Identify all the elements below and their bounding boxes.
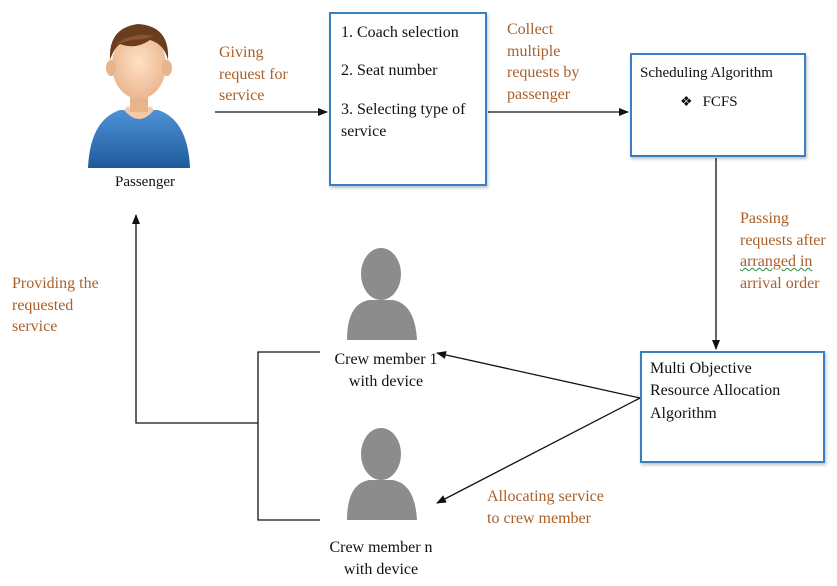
edge-label-allocating: Allocating service to crew member xyxy=(487,488,604,527)
arrow-allocation-to-crew-n xyxy=(436,397,641,504)
arrow-crew-to-passenger xyxy=(132,214,258,424)
passenger-label: Passenger xyxy=(115,174,175,190)
edge-label-providing: Providing the requested service xyxy=(12,275,99,336)
bracket-crew-members xyxy=(257,351,320,521)
crew-member-n xyxy=(321,420,435,522)
request-item-service-type: 3. Selecting type of service xyxy=(341,100,466,141)
crew-member-1-label: Crew member 1 with device xyxy=(334,351,438,390)
fcfs-item: ❖FCFS xyxy=(680,94,738,110)
passenger xyxy=(80,10,198,170)
edge-label-giving-request: Giving request for service xyxy=(219,44,288,105)
allocation-title: Multi Objective Resource Allocation Algo… xyxy=(650,360,781,422)
crew-member-n-icon xyxy=(347,428,417,520)
crew-member-n-label: Crew member n with device xyxy=(329,539,433,578)
crew-member-1 xyxy=(321,240,435,342)
resource-allocation-box: Multi Objective Resource Allocation Algo… xyxy=(640,351,825,463)
request-item-seat: 2. Seat number xyxy=(341,62,438,80)
edge-label-collect: Collect multiple requests by passenger xyxy=(507,21,580,103)
edge-label-passing: Passing requests after arranged in arriv… xyxy=(740,210,826,292)
request-options-box: 1. Coach selection 2. Seat number 3. Sel… xyxy=(329,12,487,186)
request-item-coach: 1. Coach selection xyxy=(341,24,459,41)
scheduling-algorithm-box: Scheduling Algorithm ❖FCFS xyxy=(630,53,806,157)
passenger-icon xyxy=(88,24,190,168)
scheduling-title: Scheduling Algorithm xyxy=(640,65,773,81)
arrow-allocation-to-crew-1 xyxy=(436,351,641,399)
diamond-bullet-icon: ❖ xyxy=(680,95,693,110)
crew-member-1-icon xyxy=(347,248,417,340)
